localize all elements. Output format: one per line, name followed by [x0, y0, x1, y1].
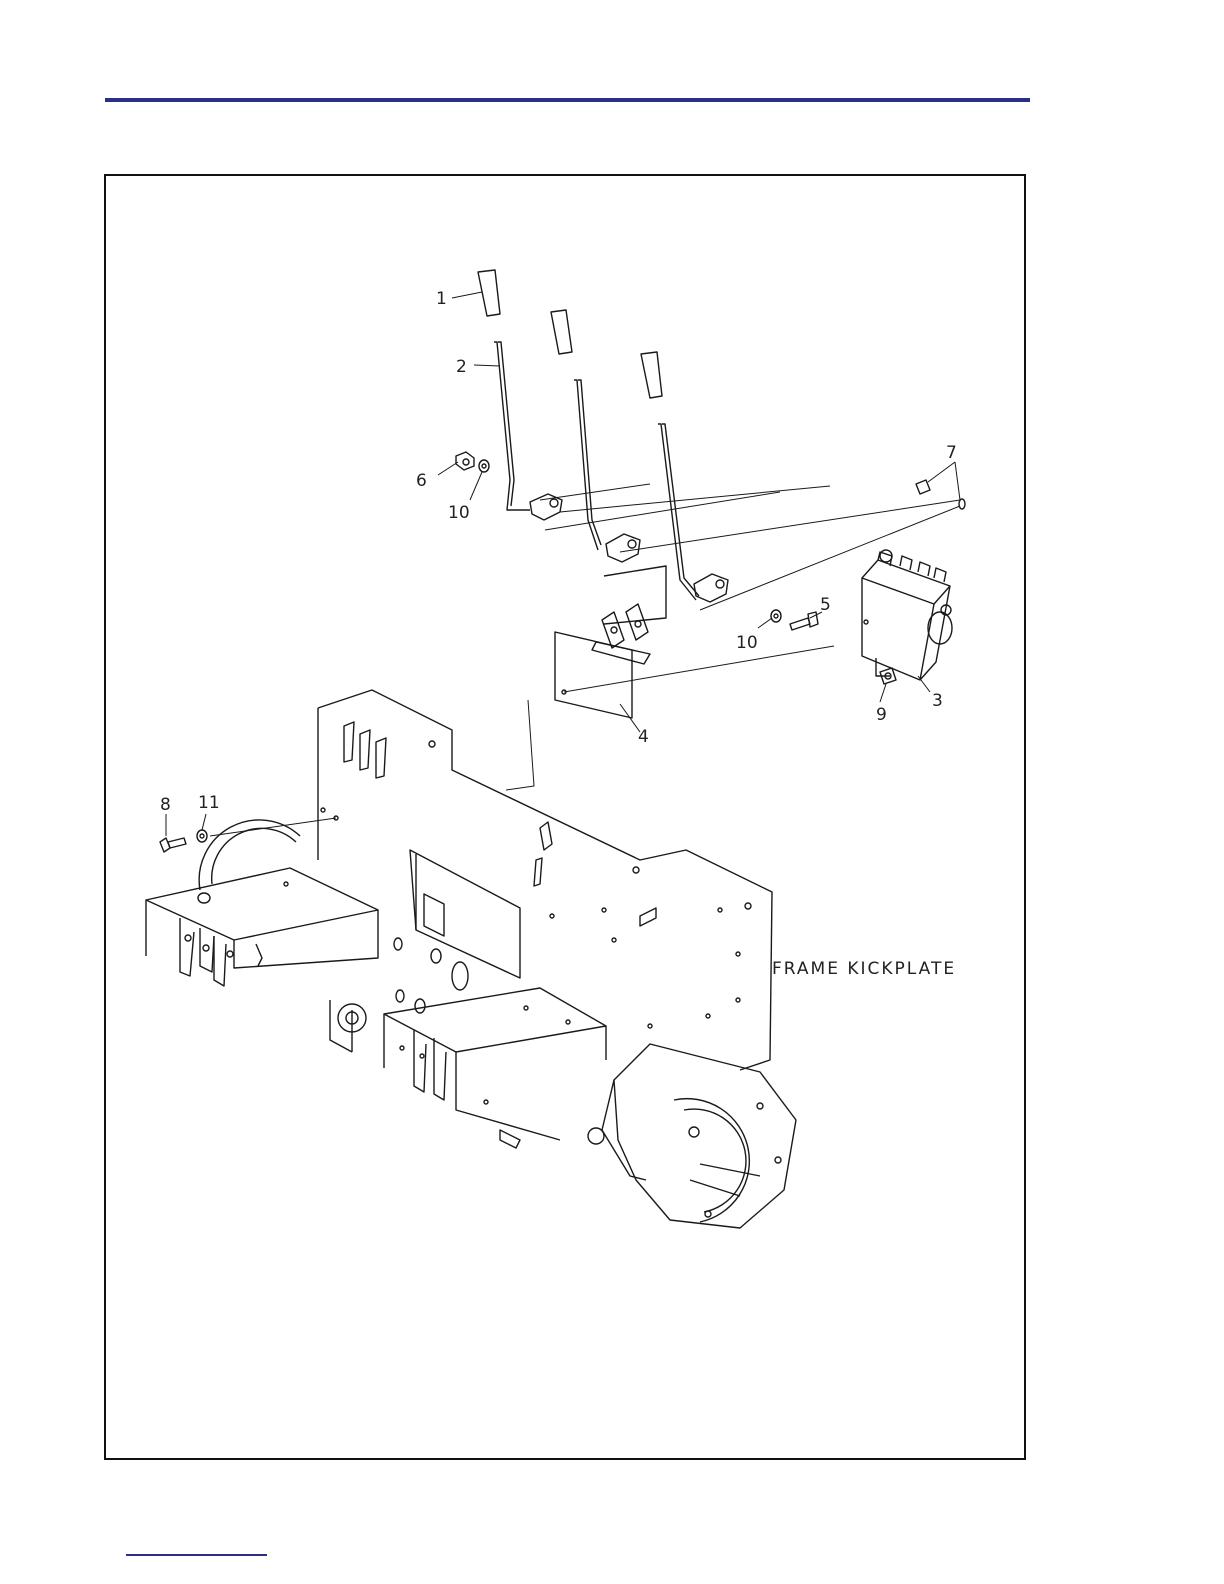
leader-lines — [166, 292, 960, 836]
bell-housing — [588, 1044, 796, 1228]
callout-11: 11 — [198, 793, 220, 813]
callout-9: 9 — [876, 705, 887, 725]
callout-4: 4 — [638, 727, 649, 747]
callout-3: 3 — [932, 691, 943, 711]
callout-7: 7 — [946, 443, 957, 463]
callout-10a: 10 — [448, 503, 470, 523]
callout-6: 6 — [416, 471, 427, 491]
handle-grip-1 — [478, 270, 662, 398]
callout-1: 1 — [436, 289, 447, 309]
callout-5: 5 — [820, 595, 831, 615]
pivot-blocks — [530, 494, 728, 602]
callout-8: 8 — [160, 795, 171, 815]
right-bracket — [338, 988, 606, 1148]
frame-kickplate-label: FRAME KICKPLATE — [772, 959, 956, 979]
control-lever-rods — [494, 342, 699, 600]
callout-10b: 10 — [736, 633, 758, 653]
valve-body — [862, 550, 952, 680]
footer-rule — [126, 1554, 267, 1556]
callout-2: 2 — [456, 357, 467, 377]
mount-plate — [555, 566, 666, 718]
callout-labels: 1 2 3 4 5 6 7 8 9 10 10 11 FRAME KICKPLA… — [160, 289, 957, 979]
